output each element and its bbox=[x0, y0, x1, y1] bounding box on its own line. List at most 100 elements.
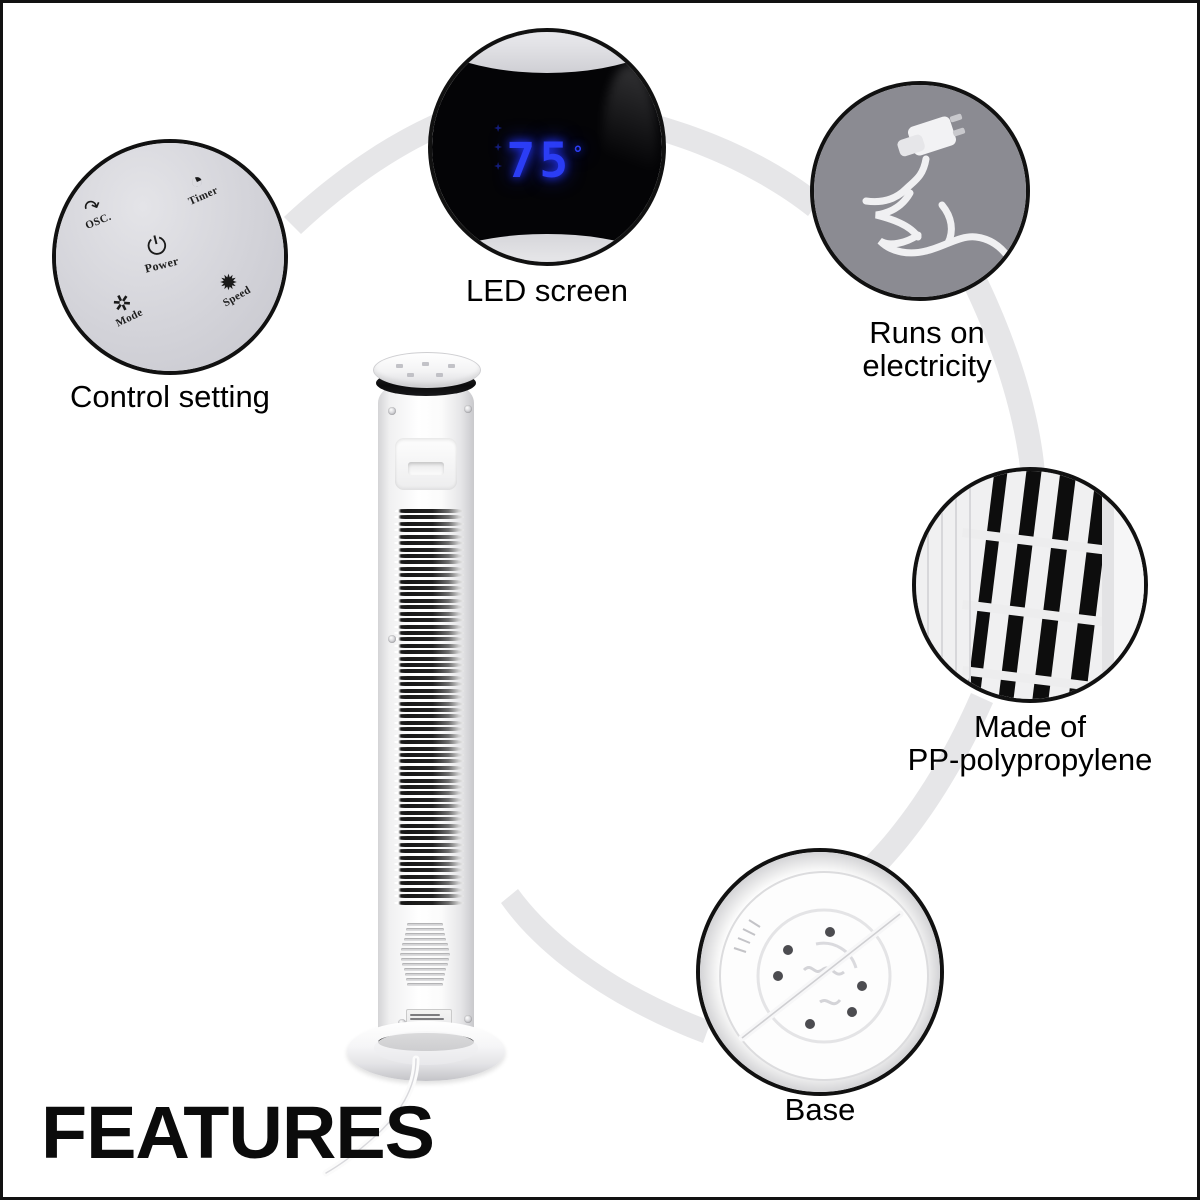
fan-grille-slat bbox=[394, 791, 464, 796]
led-value: 75 bbox=[506, 133, 573, 190]
base-screw-group bbox=[773, 927, 867, 1029]
fan-lower-vent-slat bbox=[403, 968, 447, 971]
fan-grille-slat bbox=[394, 553, 464, 558]
fan-grille-slat bbox=[394, 643, 464, 648]
plug-head-icon bbox=[897, 113, 966, 157]
fan-grille-slat bbox=[394, 900, 464, 905]
polypropylene-grille-photo bbox=[916, 471, 1144, 699]
fan-grille-slat bbox=[394, 521, 464, 526]
fan-grille-slat bbox=[394, 765, 464, 770]
led-indicator-group bbox=[494, 124, 503, 170]
caption-base: Base bbox=[784, 1092, 856, 1127]
fan-power-cord bbox=[322, 1055, 420, 1177]
fan-lower-vent-slat bbox=[406, 978, 444, 981]
fan-grille-slat bbox=[394, 682, 464, 687]
page-title: FEATURES bbox=[41, 1091, 435, 1174]
fan-grille-slat bbox=[394, 714, 464, 719]
connector-led-to-electricity bbox=[653, 115, 823, 216]
fan-lower-vent-slat bbox=[401, 948, 449, 951]
led-digit-readout: 75° bbox=[432, 133, 662, 189]
fan-grille-slat bbox=[394, 836, 464, 841]
caption-pp-polypropylene: Made of PP-polypropylene bbox=[880, 709, 1180, 777]
fan-grille-slat bbox=[394, 592, 464, 597]
base-underside-photo bbox=[700, 852, 940, 1092]
fan-lower-vent-slat bbox=[407, 983, 443, 986]
fan-lower-vent-slat bbox=[400, 953, 450, 956]
fan-grille-slat bbox=[394, 528, 464, 533]
fan-top-button-marks bbox=[374, 353, 480, 387]
fan-lower-vent-slat bbox=[407, 923, 443, 926]
fan-grille-slat bbox=[394, 534, 464, 539]
fan-grille-slat bbox=[394, 675, 464, 680]
fan-grille-slat bbox=[394, 778, 464, 783]
grille-slats-illustration bbox=[916, 471, 1144, 699]
fan-handle-slot bbox=[408, 462, 444, 475]
fan-grille-slat bbox=[394, 630, 464, 635]
fan-grille-slat bbox=[394, 881, 464, 886]
fan-grille-slat bbox=[394, 849, 464, 854]
fan-grille-slat bbox=[394, 829, 464, 834]
control-panel-face bbox=[56, 143, 284, 371]
fan-grille-slat bbox=[394, 708, 464, 712]
degree-symbol-icon: ° bbox=[572, 142, 588, 166]
caption-line-2: PP-polypropylene bbox=[907, 741, 1153, 777]
fan-grille-slat bbox=[394, 515, 464, 520]
fan-lower-vent-slat bbox=[406, 928, 444, 931]
fan-grille-slat bbox=[394, 650, 464, 655]
fan-grille-slat bbox=[394, 586, 464, 591]
fan-lower-vent-slat bbox=[402, 963, 448, 966]
caption-runs-on-electricity: Runs on electricity bbox=[787, 316, 1067, 383]
fan-grille-slat bbox=[394, 733, 464, 738]
fan-grille-slat bbox=[394, 874, 464, 879]
fan-grille-slat bbox=[394, 752, 464, 757]
fan-grille-slat bbox=[394, 746, 464, 751]
fan-grille-slat bbox=[394, 772, 464, 777]
fan-grille-slat bbox=[394, 624, 464, 629]
caption-line-1: Made of bbox=[973, 709, 1086, 744]
fan-grille-slat bbox=[394, 566, 464, 571]
feature-circle-runs-on-electricity bbox=[810, 81, 1030, 301]
fan-grille-slat bbox=[394, 611, 464, 616]
fan-grille-slat bbox=[394, 759, 464, 764]
fan-grille-slat bbox=[394, 740, 464, 745]
fan-grille-slat bbox=[394, 598, 464, 603]
fan-grille-slat bbox=[394, 804, 464, 809]
fan-lower-vent-slat bbox=[404, 973, 446, 976]
fan-lower-vent-slat bbox=[403, 938, 447, 941]
fan-grille-slat bbox=[394, 695, 464, 700]
fan-grille-slat bbox=[394, 868, 464, 873]
fan-grille-slat bbox=[394, 509, 464, 513]
fan-grille-slat bbox=[394, 560, 464, 565]
power-cord-photo bbox=[814, 85, 1026, 297]
fan-grille-slat bbox=[394, 823, 464, 828]
fan-grille-slat bbox=[394, 547, 464, 552]
fan-control-panel-top bbox=[373, 352, 481, 388]
fan-grille-slat bbox=[394, 797, 464, 802]
fan-grille-slat bbox=[394, 862, 464, 867]
fan-lower-vent-slat bbox=[402, 943, 448, 946]
fan-grille-slat bbox=[394, 817, 464, 822]
fan-grille-slat bbox=[394, 701, 464, 706]
led-indicator-1 bbox=[494, 124, 503, 132]
led-indicator-3 bbox=[494, 162, 503, 170]
caption-control-setting: Control setting bbox=[70, 379, 270, 414]
fan-grille-slat bbox=[394, 727, 464, 732]
led-indicator-2 bbox=[494, 143, 503, 151]
fan-grille-slat bbox=[394, 656, 464, 661]
feature-circle-led-screen: 75° bbox=[428, 28, 666, 266]
fan-grille-slat bbox=[394, 637, 464, 642]
fan-grille-slat bbox=[394, 579, 464, 584]
fan-lower-vent-slat bbox=[401, 958, 449, 961]
fan-grille-slat bbox=[394, 785, 464, 790]
fan-screw-group bbox=[336, 343, 516, 1063]
fan-grille-slat bbox=[394, 842, 464, 847]
fan-lower-vent-slat bbox=[404, 933, 446, 936]
base-underside-illustration bbox=[719, 871, 929, 1081]
led-panel-bottom-edge bbox=[432, 234, 662, 262]
fan-air-grille bbox=[394, 509, 464, 907]
fan-grille-slat bbox=[394, 541, 464, 546]
caption-line-2: electricity bbox=[862, 347, 992, 383]
fan-grille-slat bbox=[394, 688, 464, 693]
led-gloss-highlight bbox=[602, 64, 658, 226]
